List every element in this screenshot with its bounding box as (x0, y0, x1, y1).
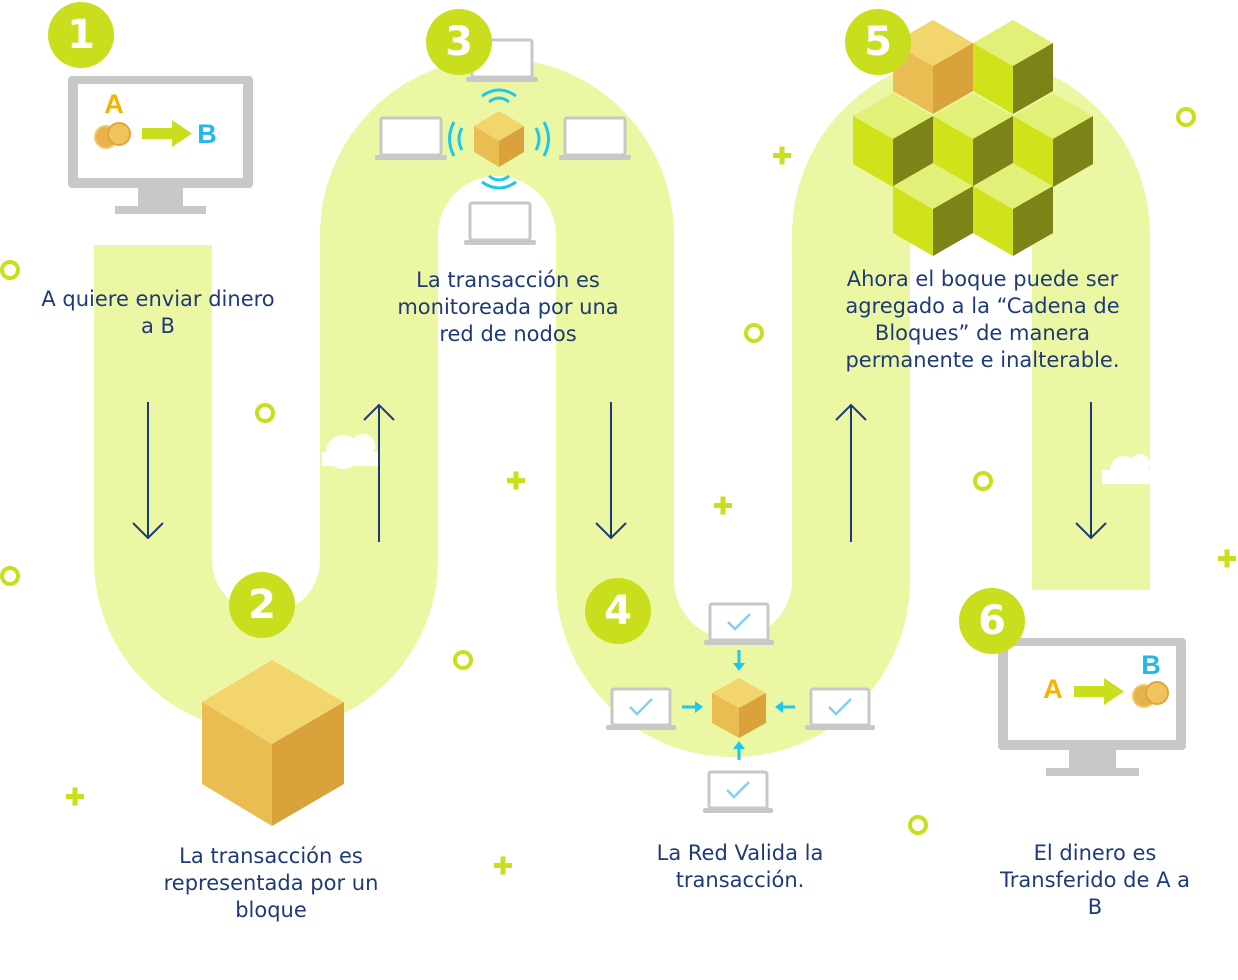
sender-label: A (104, 89, 124, 119)
flow-arrows (132, 402, 1107, 542)
laptop-icon (464, 201, 536, 245)
validation-network-icon (606, 602, 875, 813)
step-1-text: A quiere enviar dinero a B (41, 287, 275, 338)
blockchain-cubes-icon (853, 20, 1093, 256)
laptop-check-icon (704, 602, 774, 645)
step-6-text: El dinero es Transferido de A a B (1000, 841, 1190, 919)
laptop-icon (559, 116, 631, 160)
laptop-check-icon (703, 770, 773, 813)
step-4-text: La Red Valida la transacción. (656, 841, 824, 892)
inbound-arrows-icon (682, 650, 795, 760)
step-4-badge: 4 (585, 578, 651, 644)
small-cube-icon (712, 678, 766, 738)
sender-label: A (1043, 674, 1063, 704)
small-cube-icon (474, 111, 524, 167)
cloud-icon (1102, 454, 1152, 484)
laptop-check-icon (805, 687, 875, 730)
step-1-badge: 1 (48, 2, 114, 68)
step-2-badge: 2 (229, 572, 295, 638)
block-cube-icon (202, 660, 344, 826)
decor-plus-signs (66, 146, 1236, 875)
monitor-icon: A B (68, 76, 253, 214)
step-5-text: Ahora el boque puede ser agregado a la “… (845, 267, 1120, 372)
step-6-badge: 6 (959, 588, 1025, 654)
step-3-badge: 3 (426, 9, 492, 75)
step-2-text: La transacción es representada por un bl… (163, 844, 379, 922)
laptop-check-icon (606, 687, 676, 730)
wifi-signal-icon (448, 88, 550, 190)
monitor-icon: A B (998, 638, 1186, 776)
receiver-label: B (1141, 650, 1161, 680)
laptop-icon (375, 116, 447, 160)
cloud-icon (322, 434, 379, 469)
receiver-label: B (197, 119, 217, 149)
step-3-text: La transacción es monitoreada por una re… (397, 268, 619, 346)
step-5-badge: 5 (845, 9, 911, 75)
node-network-icon (375, 38, 631, 245)
decor-circles (0, 107, 1196, 835)
